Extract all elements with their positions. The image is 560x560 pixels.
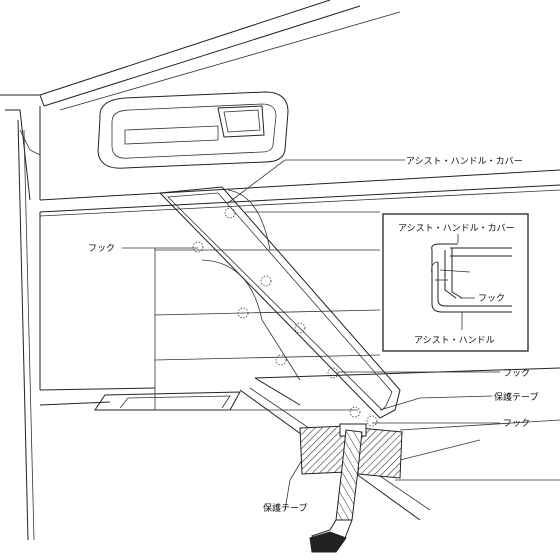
detail-inset [382,213,529,352]
label-hook-right-lower: フック [503,418,530,429]
hook-marker [237,307,249,319]
remover-tool [309,429,363,553]
hook-marker [192,241,204,253]
hook-marker [327,367,339,379]
door-handle-recess [97,91,289,169]
leader-lines [122,159,500,511]
hook-marker [366,415,378,427]
inset-frame [382,213,529,352]
switch-recess [94,391,241,411]
protective-tape [299,423,403,479]
assist-handle-cover [158,186,401,419]
inset-label-hook: フック [478,293,505,304]
label-hook-right-upper: フック [503,368,530,379]
hook-marker [224,207,236,219]
label-hook-left: フック [88,243,115,254]
label-assist-handle-cover: アシスト・ハンドル・カバー [406,156,523,167]
hook-marker [349,406,361,418]
hook-locations [192,207,378,427]
label-protective-tape-bottom: 保護テープ [263,502,307,514]
inset-label-cover: アシスト・ハンドル・カバー [398,223,515,234]
hook-marker [294,322,306,334]
label-protective-tape-right: 保護テープ [494,391,538,403]
hook-marker [260,275,272,287]
inset-label-handle: アシスト・ハンドル [414,336,495,346]
hook-marker [275,354,287,366]
